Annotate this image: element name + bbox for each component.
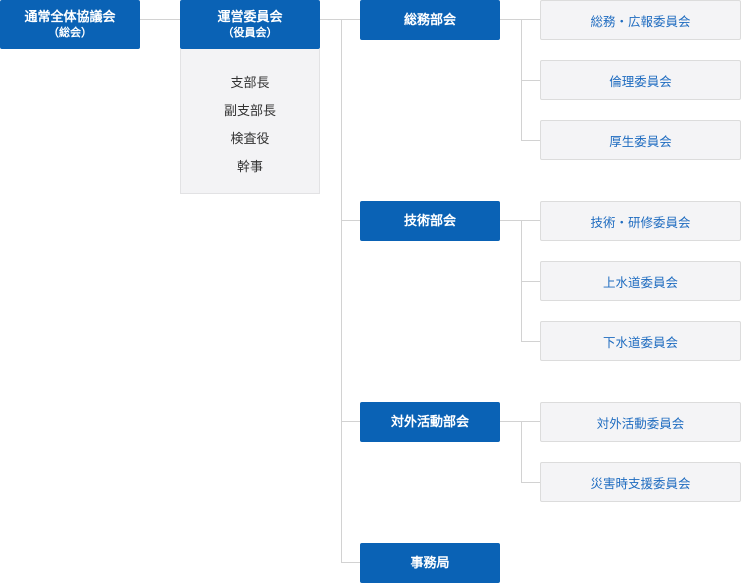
- connector-trunk-dept-2: [341, 220, 360, 221]
- general-assembly-box: 通常全体協議会 （総会）: [0, 0, 140, 49]
- connector-committee-1-2: [521, 80, 540, 81]
- role-item: 幹事: [236, 160, 263, 175]
- committee-box: 厚生委員会: [540, 120, 741, 160]
- department-box: 対外活動部会: [360, 402, 500, 442]
- committee-box: 対外活動委員会: [540, 402, 741, 442]
- connector-steering-trunk: [320, 19, 341, 20]
- connector-assembly-steering: [140, 19, 180, 20]
- department-name: 技術部会: [403, 213, 456, 229]
- general-assembly-subtitle: （総会）: [48, 26, 92, 39]
- connector-trunk-dept-4: [341, 562, 360, 563]
- committee-box: 倫理委員会: [540, 60, 741, 100]
- committee-box: 技術・研修委員会: [540, 201, 741, 241]
- department-name: 対外活動部会: [390, 414, 469, 430]
- branch-dept-3-vertical: [521, 421, 522, 482]
- connector-trunk-dept-3: [341, 421, 360, 422]
- steering-committee-roles: 支部長 副支部長 検査役 幹事: [180, 49, 320, 194]
- connector-committee-3-2: [521, 482, 540, 483]
- role-item: 検査役: [230, 132, 270, 147]
- trunk-vertical-line: [341, 19, 342, 563]
- department-box: 事務局: [360, 543, 500, 583]
- committee-box: 下水道委員会: [540, 321, 741, 361]
- connector-trunk-dept-1: [341, 19, 360, 20]
- connector-committee-2-1: [521, 220, 540, 221]
- connector-dept-1-branch: [500, 19, 521, 20]
- connector-dept-3-branch: [500, 421, 521, 422]
- department-name: 事務局: [410, 555, 450, 571]
- committee-box: 上水道委員会: [540, 261, 741, 301]
- steering-committee-subtitle: （役員会）: [222, 26, 278, 39]
- branch-dept-2-vertical: [521, 220, 522, 341]
- steering-committee-box: 運営委員会 （役員会）: [180, 0, 320, 49]
- connector-committee-1-1: [521, 19, 540, 20]
- department-name: 総務部会: [403, 12, 456, 28]
- general-assembly-title: 通常全体協議会: [24, 10, 116, 25]
- connector-committee-1-3: [521, 140, 540, 141]
- steering-committee-title: 運営委員会: [217, 10, 283, 25]
- role-item: 副支部長: [223, 104, 276, 119]
- role-item: 支部長: [230, 76, 270, 91]
- connector-committee-2-2: [521, 281, 540, 282]
- connector-committee-3-1: [521, 421, 540, 422]
- committee-box: 総務・広報委員会: [540, 0, 741, 40]
- branch-dept-1-vertical: [521, 19, 522, 140]
- committee-box: 災害時支援委員会: [540, 462, 741, 502]
- connector-dept-2-branch: [500, 220, 521, 221]
- connector-committee-2-3: [521, 341, 540, 342]
- department-box: 技術部会: [360, 201, 500, 241]
- department-box: 総務部会: [360, 0, 500, 40]
